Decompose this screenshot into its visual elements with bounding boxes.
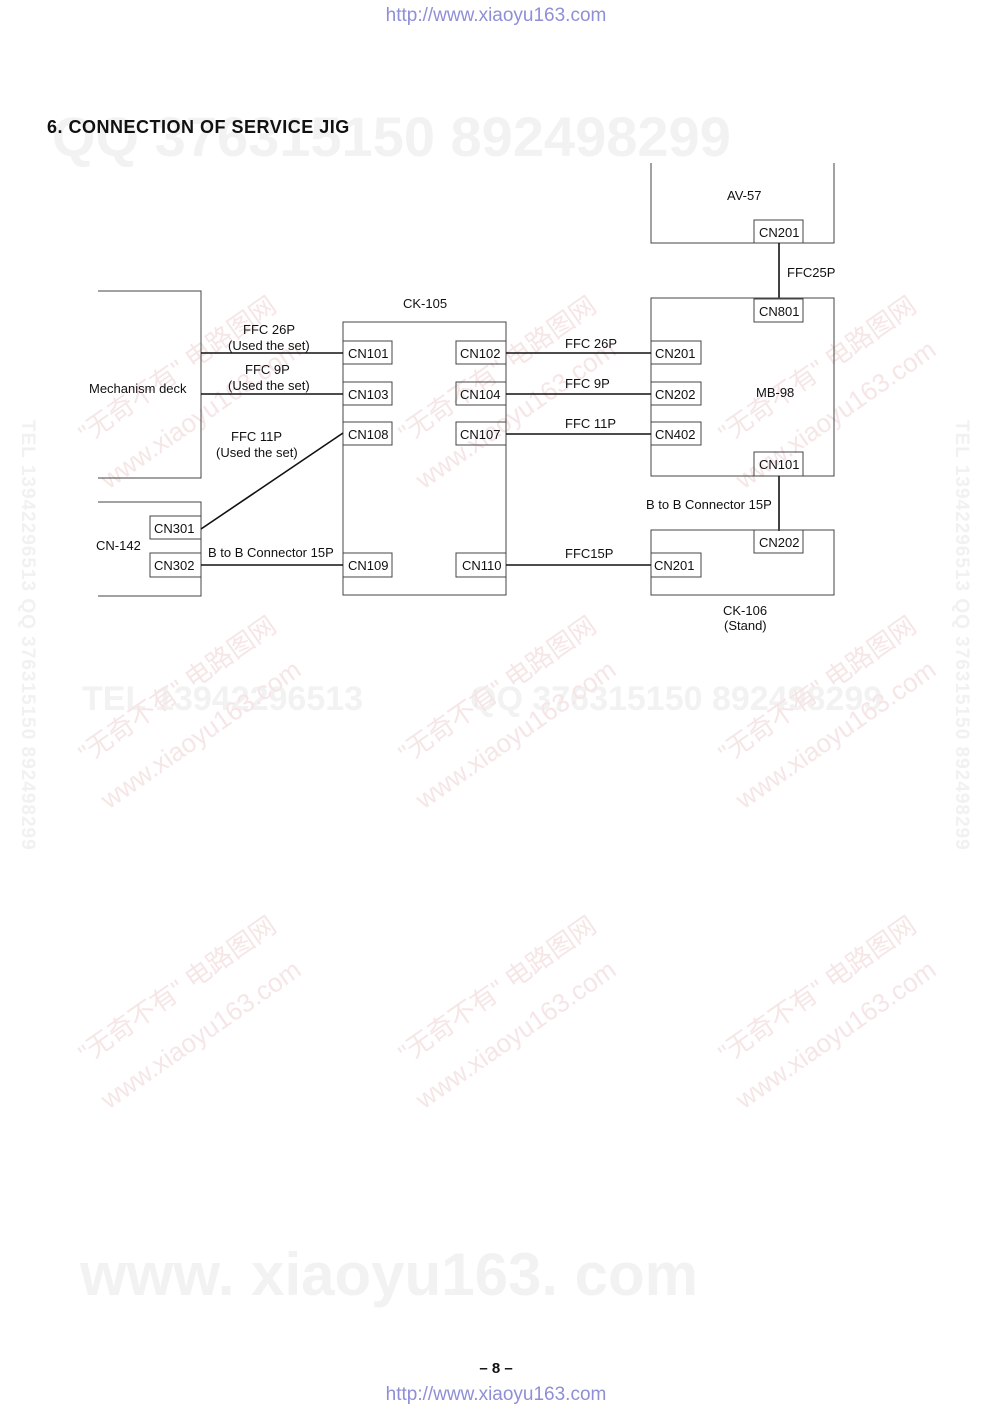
cable-right-ffc15p-label: FFC15P — [565, 546, 613, 561]
cable-left-ffc26p-label: FFC 26P — [243, 322, 295, 337]
connector-mb98-cn801 — [753, 298, 804, 323]
connection-diagram: AV-57 CN201 FFC25P MB-98 CN801 CN201 CN2… — [89, 163, 835, 633]
watermark-side-left: TEL 13942296513 QQ 376315150 892498299 — [17, 420, 38, 851]
connector-ck105-cn110-label: CN110 — [462, 558, 502, 573]
connector-ck105-cn109-label: CN109 — [348, 558, 388, 573]
connector-mb98-cn101-label: CN101 — [759, 457, 799, 472]
board-cn142-label: CN-142 — [96, 538, 141, 553]
connector-ck106-cn202-label: CN202 — [759, 535, 799, 550]
connector-cn142-cn301-label: CN301 — [154, 521, 194, 536]
connector-ck105-cn108-label: CN108 — [348, 427, 388, 442]
board-mechanism-deck-label: Mechanism deck — [89, 381, 187, 396]
cable-right-b2b-label: B to B Connector 15P — [646, 497, 772, 512]
connector-cn142-cn302-label: CN302 — [154, 558, 194, 573]
board-ck106-label: CK-106 — [723, 603, 767, 618]
cable-right-ffc26p-label: FFC 26P — [565, 336, 617, 351]
connector-ck105-cn107-label: CN107 — [460, 427, 500, 442]
board-mechanism-deck — [98, 290, 202, 479]
connector-cn142-cn301 — [149, 515, 202, 540]
connector-ck105-cn103-label: CN103 — [348, 387, 388, 402]
cable-left-ffc9p-label: FFC 9P — [245, 362, 290, 377]
connector-ck106-cn202 — [753, 529, 804, 554]
watermark-site: www. xiaoyu163. com — [80, 1241, 699, 1308]
board-cn142 — [98, 501, 202, 597]
cable-left-ffc26p-note: (Used the set) — [228, 338, 310, 353]
watermark-qq-top: QQ 376315150 892498299 — [52, 105, 731, 168]
page-number: – 8 – — [479, 1360, 513, 1377]
connector-ck106-cn201-label: CN201 — [654, 558, 694, 573]
cable-left-ffc11p-note: (Used the set) — [216, 445, 298, 460]
watermark-tel: TEL 13942296513 — [82, 680, 364, 718]
cable-left-ffc9p-note: (Used the set) — [228, 378, 310, 393]
connector-ck105-cn102-label: CN102 — [460, 346, 500, 361]
cable-right-ffc9p-label: FFC 9P — [565, 376, 610, 391]
board-ck105 — [342, 321, 507, 596]
connector-ck105-cn104-label: CN104 — [460, 387, 500, 402]
cable-left-ffc11p — [200, 432, 344, 530]
footer-url[interactable]: http://www.xiaoyu163.com — [385, 1384, 607, 1405]
connector-ck105-cn101-label: CN101 — [348, 346, 388, 361]
cable-left-b2b-label: B to B Connector 15P — [208, 545, 334, 560]
board-av57 — [650, 163, 835, 244]
cable-right-ffc11p-label: FFC 11P — [565, 416, 616, 431]
section-title: 6. CONNECTION OF SERVICE JIG — [47, 117, 350, 137]
board-ck105-label: CK-105 — [403, 296, 447, 311]
board-av57-label: AV-57 — [727, 188, 761, 203]
connector-mb98-cn402-label: CN402 — [655, 427, 695, 442]
connector-mb98-cn201-label: CN201 — [655, 346, 695, 361]
watermark-qq-mid: QQ 376315150 892498299 — [470, 680, 883, 718]
watermark-side-right: TEL 13942296513 QQ 376315150 892498299 — [951, 420, 972, 851]
header-url[interactable]: http://www.xiaoyu163.com — [385, 5, 607, 26]
cable-ffc25p-label: FFC25P — [787, 265, 835, 280]
connector-av57-cn201-label: CN201 — [759, 225, 799, 240]
connector-mb98-cn202-label: CN202 — [655, 387, 695, 402]
cable-left-ffc11p-label: FFC 11P — [231, 429, 282, 444]
board-ck106-note: (Stand) — [724, 618, 767, 633]
board-mb98-label: MB-98 — [756, 385, 794, 400]
connector-mb98-cn801-label: CN801 — [759, 304, 799, 319]
